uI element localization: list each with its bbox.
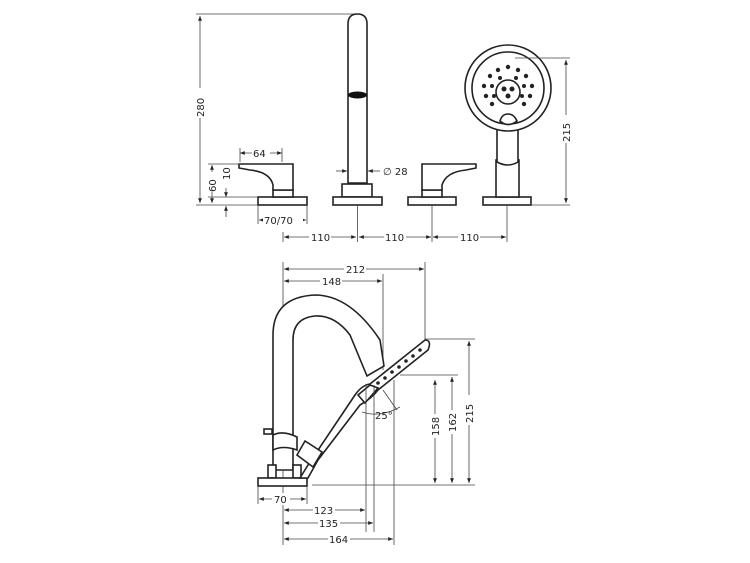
dim-10: 10 [222,167,233,180]
spray-nozzles-side [376,348,422,385]
dim-164: 164 [329,535,348,546]
angle-25: 25° [375,411,393,422]
dim-70-side: 70 [274,495,287,506]
dim-135: 135 [319,519,338,530]
dim-diameter-28: ∅ 28 [383,167,408,178]
dim-64: 64 [253,149,266,160]
dim-158: 158 [431,417,442,436]
dim-212: 212 [346,265,365,276]
dim-110-1: 110 [311,233,330,244]
spout-side [257,294,385,487]
dim-110-3: 110 [460,233,479,244]
dim-148: 148 [322,277,341,288]
spout [332,13,383,206]
dim-215-side: 215 [465,404,476,423]
dim-110-2: 110 [385,233,404,244]
dim-123: 123 [314,506,333,517]
hand-shower [464,44,552,206]
spray-nozzles [481,64,535,107]
dim-280: 280 [196,98,207,117]
side-view: 212 148 215 162 [257,262,476,546]
left-handle [238,163,308,206]
dim-162: 162 [448,413,459,432]
front-view: 280 64 60 10 70/70 [194,13,573,244]
right-handle [407,163,477,206]
dim-60: 60 [208,179,219,192]
dim-215-top: 215 [562,123,573,142]
dim-70-70: 70/70 [264,216,293,227]
